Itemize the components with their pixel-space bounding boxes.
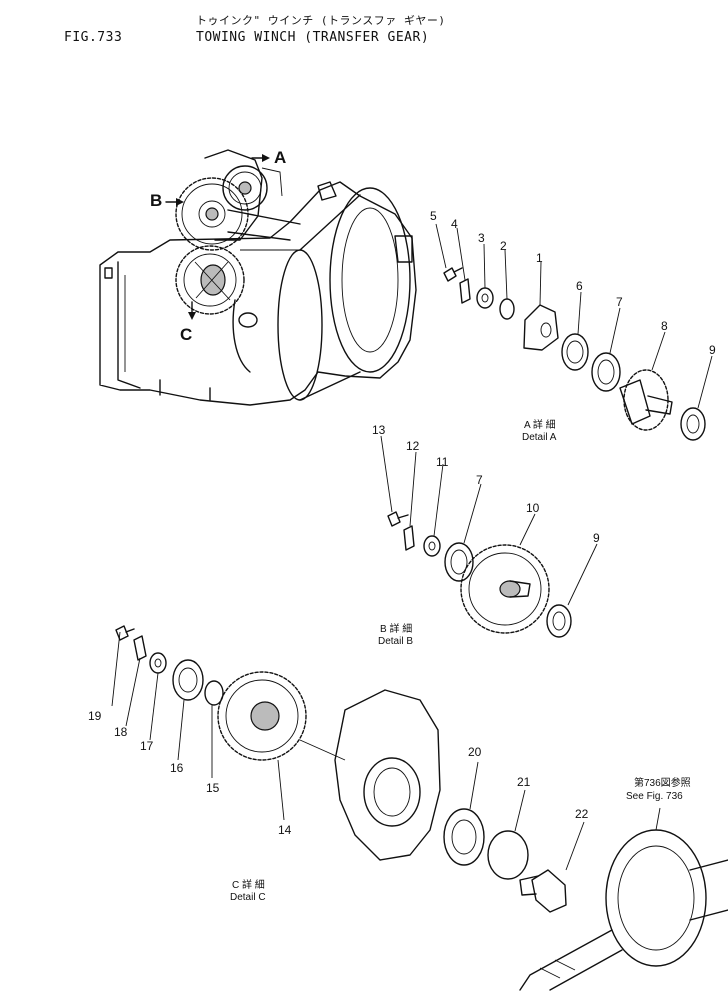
- detail-a-caption-en: Detail A: [522, 432, 557, 443]
- detail-c-caption-jp: C 詳 細: [232, 878, 265, 891]
- part-label-3: 3: [478, 231, 485, 245]
- part-label-4: 4: [451, 217, 458, 231]
- part-label-14: 14: [278, 823, 292, 837]
- detail-a-caption-jp: A 詳 細: [524, 418, 556, 431]
- detail-c-caption-en: Detail C: [230, 892, 266, 903]
- see-fig-note-en: See Fig. 736: [626, 791, 683, 802]
- see-fig-note-jp: 第736図参照: [634, 776, 691, 789]
- figure-number: FIG.733: [64, 30, 123, 45]
- part-label-7-detail-a: 7: [616, 295, 623, 309]
- part-label-17: 17: [140, 739, 154, 753]
- part-label-16: 16: [170, 761, 184, 775]
- part-number-callouts: 5 4 3 2 1 6 7 8 9 13 12 11 7 10 9 19 18 …: [88, 209, 716, 837]
- detail-a-parts: [443, 267, 706, 441]
- part-label-9-detail-b: 9: [593, 531, 600, 545]
- part-label-11: 11: [436, 455, 449, 469]
- title-japanese: トゥインク" ウインチ (トランスファ ギヤー): [196, 14, 446, 27]
- detail-marker-c: C: [180, 325, 192, 344]
- detail-marker-b: B: [150, 191, 162, 210]
- part-label-15: 15: [206, 781, 220, 795]
- detail-b-parts: [387, 511, 572, 638]
- part-label-21: 21: [517, 775, 531, 789]
- part-label-18: 18: [114, 725, 128, 739]
- title-english: TOWING WINCH (TRANSFER GEAR): [196, 30, 430, 45]
- detail-b-caption-en: Detail B: [378, 636, 413, 647]
- part-label-10: 10: [526, 501, 540, 515]
- part-label-12: 12: [406, 439, 420, 453]
- part-label-7-detail-b: 7: [476, 473, 483, 487]
- part-label-19: 19: [88, 709, 102, 723]
- part-label-8: 8: [661, 319, 668, 333]
- part-label-20: 20: [468, 745, 482, 759]
- detail-marker-a: A: [274, 148, 286, 167]
- part-label-13: 13: [372, 423, 386, 437]
- detail-c-parts: [115, 625, 728, 991]
- part-label-9-detail-a: 9: [709, 343, 716, 357]
- part-label-1: 1: [536, 251, 543, 265]
- part-label-5: 5: [430, 209, 437, 223]
- part-label-2: 2: [500, 239, 507, 253]
- leader-lines: [111, 223, 713, 871]
- detail-b-caption-jp: B 詳 細: [380, 622, 412, 635]
- part-label-6: 6: [576, 279, 583, 293]
- winch-housing-assembly: [99, 149, 417, 406]
- part-label-22: 22: [575, 807, 589, 821]
- detail-captions: A 詳 細 Detail A B 詳 細 Detail B C 詳 細 Deta…: [230, 418, 691, 903]
